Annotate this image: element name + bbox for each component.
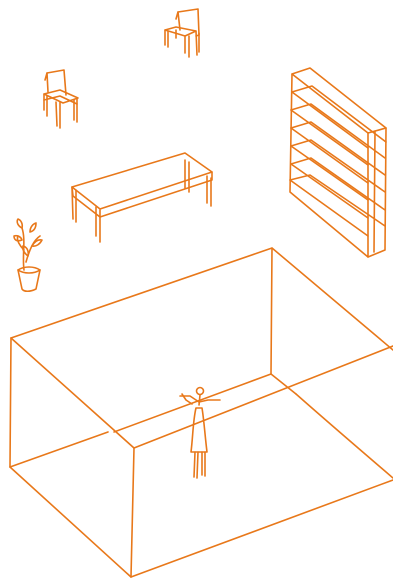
person xyxy=(180,388,220,479)
potted-plant xyxy=(14,219,42,291)
chair-left xyxy=(44,70,78,128)
bookshelf xyxy=(290,68,386,257)
table xyxy=(72,153,212,242)
chair-top xyxy=(165,9,199,57)
room-box xyxy=(10,248,393,577)
